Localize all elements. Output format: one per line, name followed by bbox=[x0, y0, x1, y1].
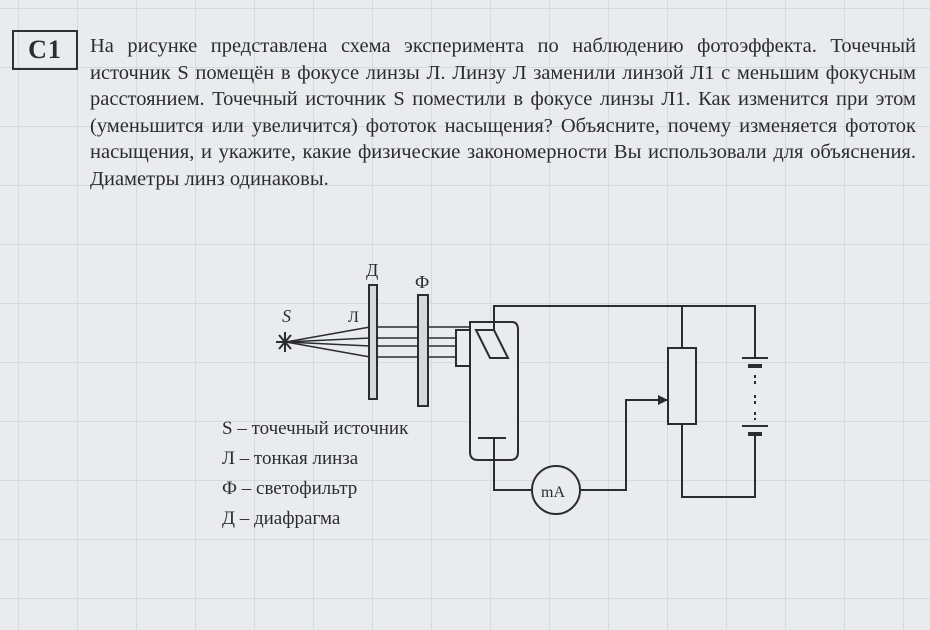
task-number: C1 bbox=[28, 35, 62, 64]
problem-text: На рисунке представлена схема эксперимен… bbox=[90, 35, 916, 190]
label-lens: Л bbox=[348, 309, 359, 326]
diagram-legend: S – точечный источник Л – тонкая линза Ф… bbox=[222, 414, 408, 534]
diaphragm bbox=[368, 284, 378, 400]
photocell bbox=[455, 321, 519, 461]
milliammeter bbox=[531, 465, 581, 515]
label-source: S bbox=[282, 306, 291, 326]
circuit-wires bbox=[493, 305, 756, 498]
legend-item: S – точечный источник bbox=[222, 418, 409, 439]
label-filter: Ф bbox=[415, 272, 429, 292]
label-milliammeter: mA bbox=[541, 484, 565, 501]
rheostat bbox=[667, 347, 697, 425]
task-number-box: C1 bbox=[12, 30, 78, 70]
label-diaphragm: Д bbox=[366, 260, 378, 280]
light-filter bbox=[417, 294, 429, 407]
legend-item: Л – тонкая линза bbox=[222, 448, 359, 469]
battery bbox=[742, 357, 768, 436]
legend-item: Ф – светофильтр bbox=[222, 478, 358, 499]
legend-item: Д – диафрагма bbox=[222, 508, 341, 529]
